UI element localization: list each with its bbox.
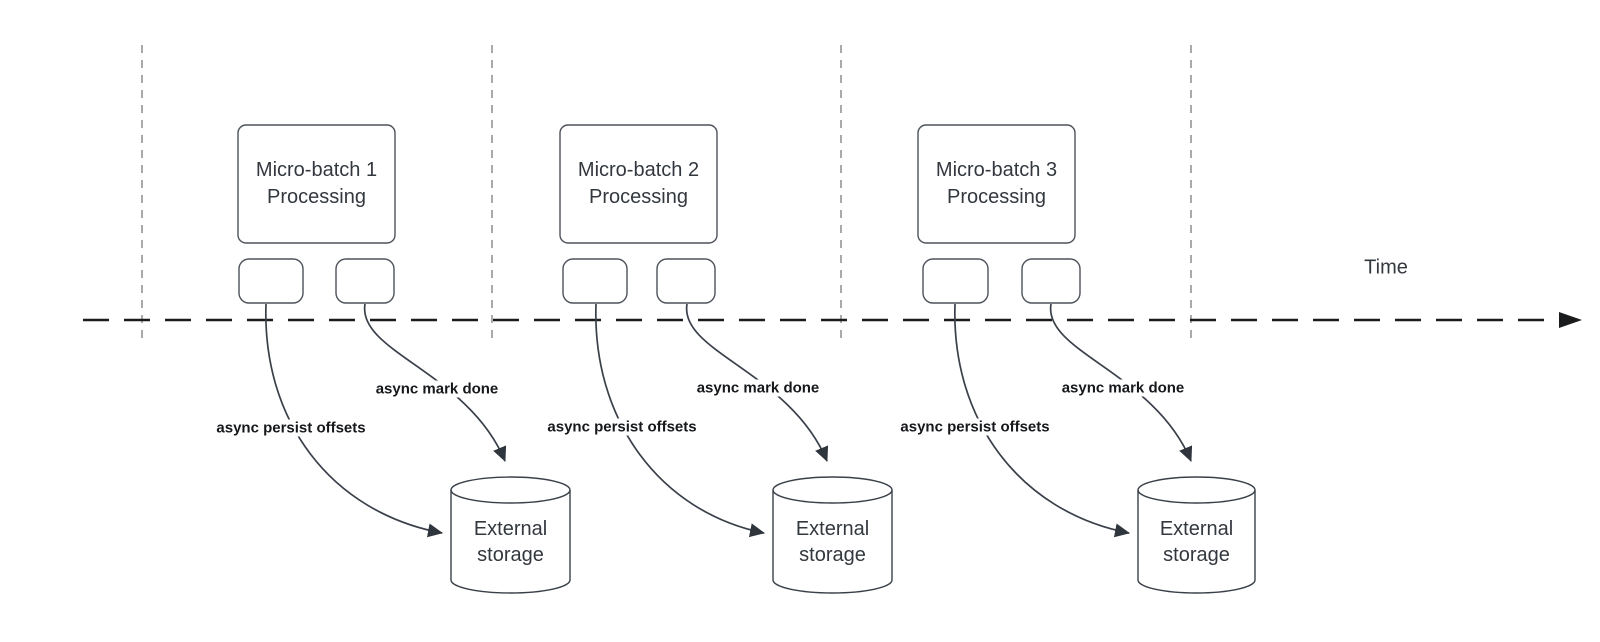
micro-batch-1-task-box-right <box>335 258 395 304</box>
micro-batch-3-label: Micro-batch 3 Processing <box>935 159 1058 208</box>
micro-batch-3-task-box-left <box>922 258 989 304</box>
external-storage-cylinder-3 <box>1137 476 1256 594</box>
external-storage-cylinder-1 <box>450 476 571 594</box>
mark-done-arrow-3 <box>1049 303 1193 462</box>
external-storage-cylinder-2-rim <box>772 489 893 504</box>
micro-batch-1-box <box>237 124 396 244</box>
micro-batch-2-box <box>559 124 718 244</box>
mark-done-arrow-1 <box>363 303 507 462</box>
micro-batch-2-task-box-right <box>656 258 716 304</box>
persist-offsets-label-1: async persist offsets <box>213 419 369 437</box>
time-axis-arrowhead-icon <box>1559 312 1582 328</box>
micro-batch-1-label: Micro-batch 1 Processing <box>255 159 378 208</box>
time-axis-label: Time <box>1364 256 1408 279</box>
external-storage-label-2: External storage <box>795 518 870 566</box>
persist-offsets-arrow-3 <box>954 303 1130 538</box>
mark-done-label-3: async mark done <box>1058 379 1188 397</box>
persist-offsets-label-3: async persist offsets <box>897 418 1053 436</box>
external-storage-cylinder-1-rim <box>450 489 571 504</box>
external-storage-cylinder-2 <box>772 476 893 594</box>
external-storage-cylinder-3-rim <box>1137 489 1256 504</box>
micro-batch-3-task-box-right <box>1021 258 1081 304</box>
external-storage-label-3: External storage <box>1159 518 1234 566</box>
micro-batch-3-box <box>917 124 1076 244</box>
micro-batch-2-label: Micro-batch 2 Processing <box>577 159 700 208</box>
micro-batch-2-task-box-left <box>562 258 628 304</box>
external-storage-label-1: External storage <box>473 518 548 566</box>
persist-offsets-label-2: async persist offsets <box>544 418 700 436</box>
mark-done-label-1: async mark done <box>372 380 502 398</box>
persist-offsets-arrow-2 <box>595 303 765 538</box>
micro-batch-1-task-box-left <box>238 258 304 304</box>
mark-done-arrow-2 <box>685 303 829 462</box>
mark-done-label-2: async mark done <box>693 379 823 397</box>
persist-offsets-arrow-1 <box>265 303 443 538</box>
